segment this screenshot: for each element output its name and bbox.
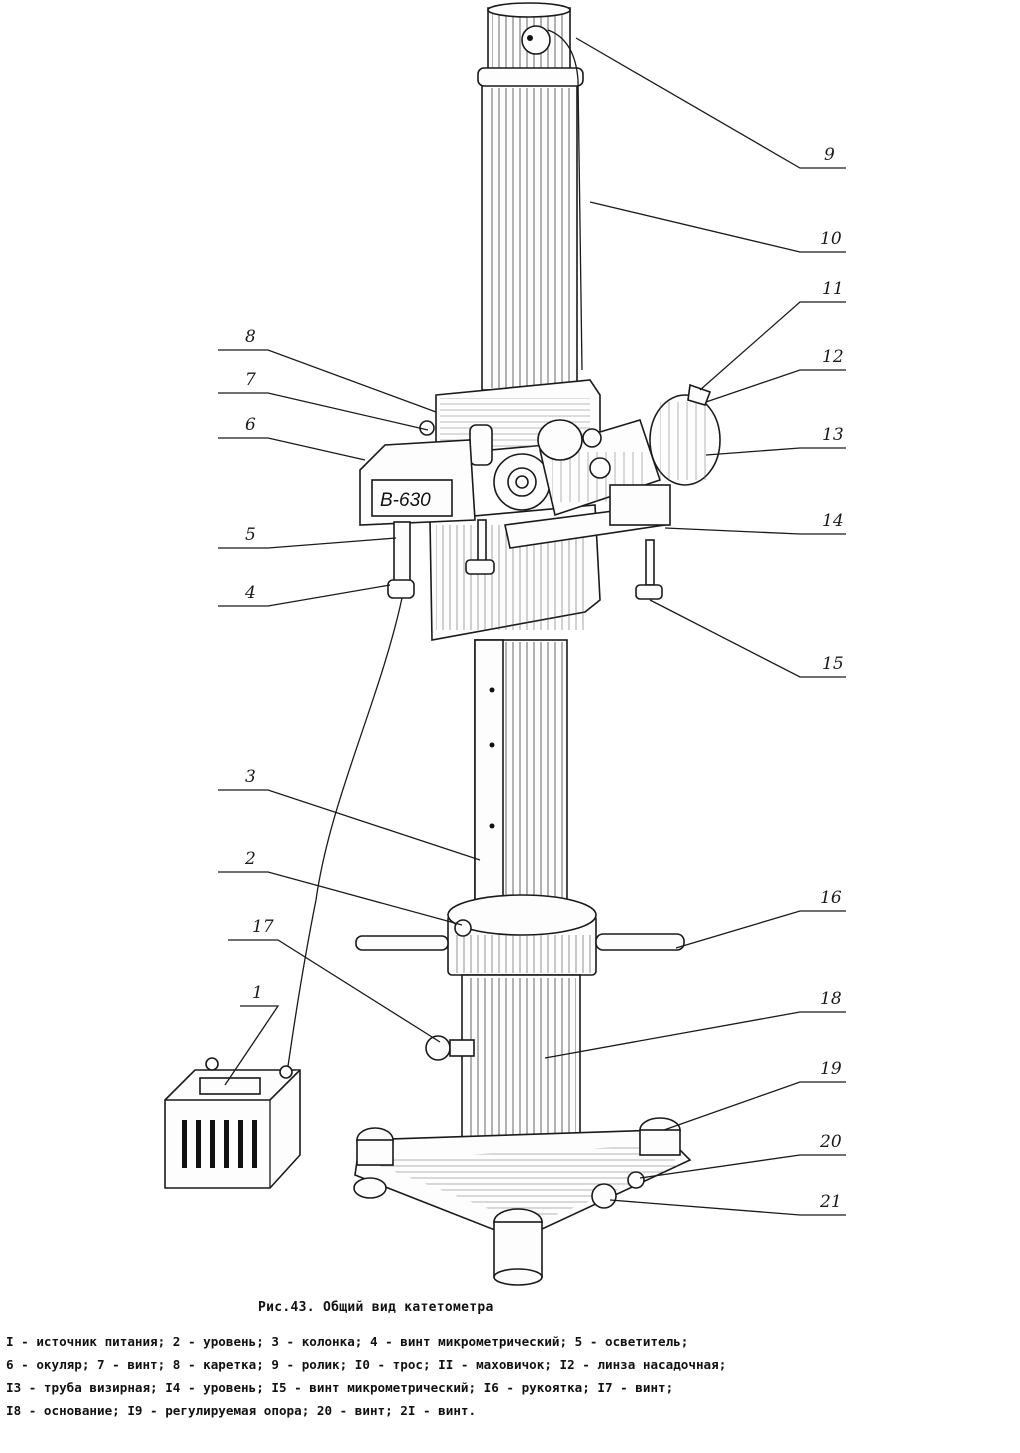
callout-11: 11 — [822, 279, 844, 299]
column-lower — [474, 639, 568, 941]
column-upper — [477, 2, 584, 391]
power-source — [164, 1057, 301, 1189]
callout-6: 6 — [245, 415, 256, 435]
callout-9: 9 — [824, 145, 835, 165]
caption-title: Рис.43. Общий вид катетометра — [258, 1300, 494, 1315]
callout-2: 2 — [244, 849, 256, 869]
tripod-base — [353, 1117, 692, 1286]
callout-10: 10 — [820, 229, 842, 249]
legend-line: I8 - основание; I9 - регулируемая опора;… — [6, 1403, 477, 1418]
callout-numbers: 9 10 11 12 13 14 15 16 18 19 20 21 8 7 6… — [244, 145, 844, 1212]
legend-line: I3 - труба визирная; I4 - уровень; I5 - … — [6, 1380, 674, 1395]
screws — [387, 519, 663, 600]
cable — [547, 29, 583, 371]
eyepiece — [493, 453, 551, 511]
callout-13: 13 — [822, 425, 844, 445]
legend-line: 6 - окуляр; 7 - винт; 8 - каретка; 9 - р… — [6, 1357, 727, 1372]
level-14 — [504, 484, 671, 549]
legend-line: I - источник питания; 2 - уровень; 3 - к… — [6, 1334, 689, 1349]
callout-8: 8 — [245, 327, 256, 347]
callout-19: 19 — [820, 1059, 842, 1079]
callout-18: 18 — [820, 989, 842, 1009]
collar — [355, 894, 685, 976]
callout-12: 12 — [822, 347, 844, 367]
callout-7: 7 — [245, 370, 256, 390]
callout-14: 14 — [822, 511, 844, 531]
sighting-tube — [537, 383, 721, 517]
callout-4: 4 — [244, 583, 256, 603]
illuminator-housing: B-630 — [359, 439, 476, 526]
callout-1: 1 — [252, 983, 263, 1003]
callout-21: 21 — [819, 1192, 842, 1212]
callout-3: 3 — [245, 767, 256, 787]
catheteometer-drawing: B-630 — [164, 2, 846, 1286]
model-plate-label: B-630 — [380, 490, 431, 511]
callout-15: 15 — [822, 654, 844, 674]
power-wire — [287, 597, 403, 1067]
base-pillar — [425, 974, 581, 1166]
callout-20: 20 — [819, 1132, 842, 1152]
callout-16: 16 — [820, 888, 842, 908]
carriage — [419, 379, 601, 641]
callout-5: 5 — [245, 525, 256, 545]
callout-17: 17 — [252, 917, 274, 937]
parts-legend: I - источник питания; 2 - уровень; 3 - к… — [6, 1330, 1016, 1422]
leader-lines — [218, 37, 846, 1216]
